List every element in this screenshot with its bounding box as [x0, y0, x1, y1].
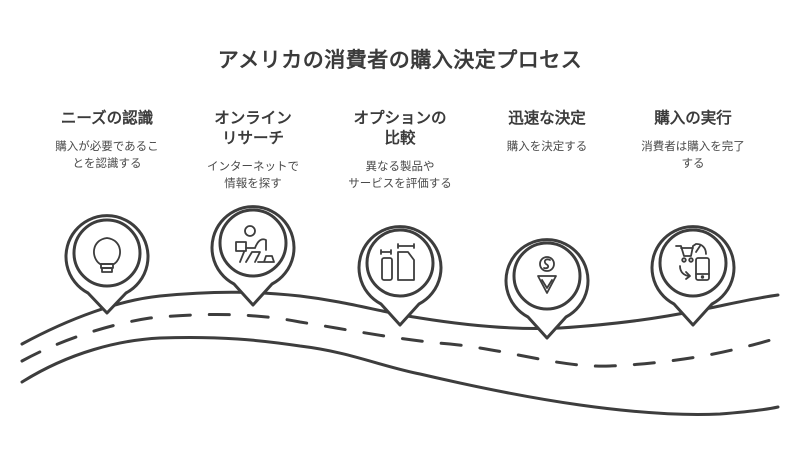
map-pin-compare-options	[357, 225, 443, 327]
map-pin-execute-purchase	[650, 225, 736, 327]
lightbulb-icon	[93, 237, 121, 273]
step-description-line: 情報を探す	[224, 176, 282, 190]
step-title-line: リサーチ	[221, 129, 284, 147]
road-center-line	[20, 313, 780, 368]
step-description-line: 異なる製品や	[365, 159, 435, 173]
step-title: ニーズの認識	[60, 109, 154, 127]
step-description: 購入を決定する	[474, 138, 620, 155]
step-description: インターネットで 情報を探す	[180, 158, 326, 192]
map-pin-online-research	[210, 205, 296, 307]
step-title: オプションの 比較	[327, 108, 473, 148]
step-title-line: オンライン	[214, 109, 292, 127]
step-need-recognition: ニーズの認識 購入が必要であるこ とを認識する	[34, 108, 180, 172]
map-pin-need-recognition	[64, 214, 150, 315]
step-description-line: サービスを評価する	[348, 176, 452, 190]
step-description-line: とを認識する	[72, 156, 142, 170]
step-title: 迅速な決定	[508, 109, 586, 127]
step-title: オンライン リサーチ	[180, 108, 326, 148]
step-description-line: 購入が必要であるこ	[55, 139, 159, 153]
step-online-research: オンライン リサーチ インターネットで 情報を探す	[180, 108, 326, 192]
step-title: 購入の実行	[654, 109, 732, 127]
step-quick-decision: 迅速な決定 購入を決定する	[474, 108, 620, 155]
step-title-line: オプションの	[353, 109, 447, 127]
diagram-title: アメリカの消費者の購入決定プロセス	[217, 48, 583, 72]
step-description-line: 消費者は購入を完了	[641, 139, 745, 153]
person-laptop-icon	[235, 225, 275, 263]
step-description: 消費者は購入を完了 する	[620, 138, 766, 172]
dollar-decision-icon	[537, 256, 557, 294]
cart-phone-exchange-icon	[675, 243, 710, 281]
step-title-line: 比較	[384, 129, 416, 147]
step-description: 購入が必要であるこ とを認識する	[34, 138, 180, 172]
step-description: 異なる製品や サービスを評価する	[327, 158, 473, 192]
step-execute-purchase: 購入の実行 消費者は購入を完了 する	[620, 108, 766, 172]
step-description-line: インターネットで	[207, 159, 299, 173]
step-description-line: する	[681, 156, 705, 170]
road-bottom-edge	[20, 335, 780, 417]
compare-sizes-icon	[380, 243, 415, 281]
step-compare-options: オプションの 比較 異なる製品や サービスを評価する	[327, 108, 473, 192]
map-pin-quick-decision	[504, 238, 590, 340]
step-description-line: 購入を決定する	[506, 139, 588, 153]
